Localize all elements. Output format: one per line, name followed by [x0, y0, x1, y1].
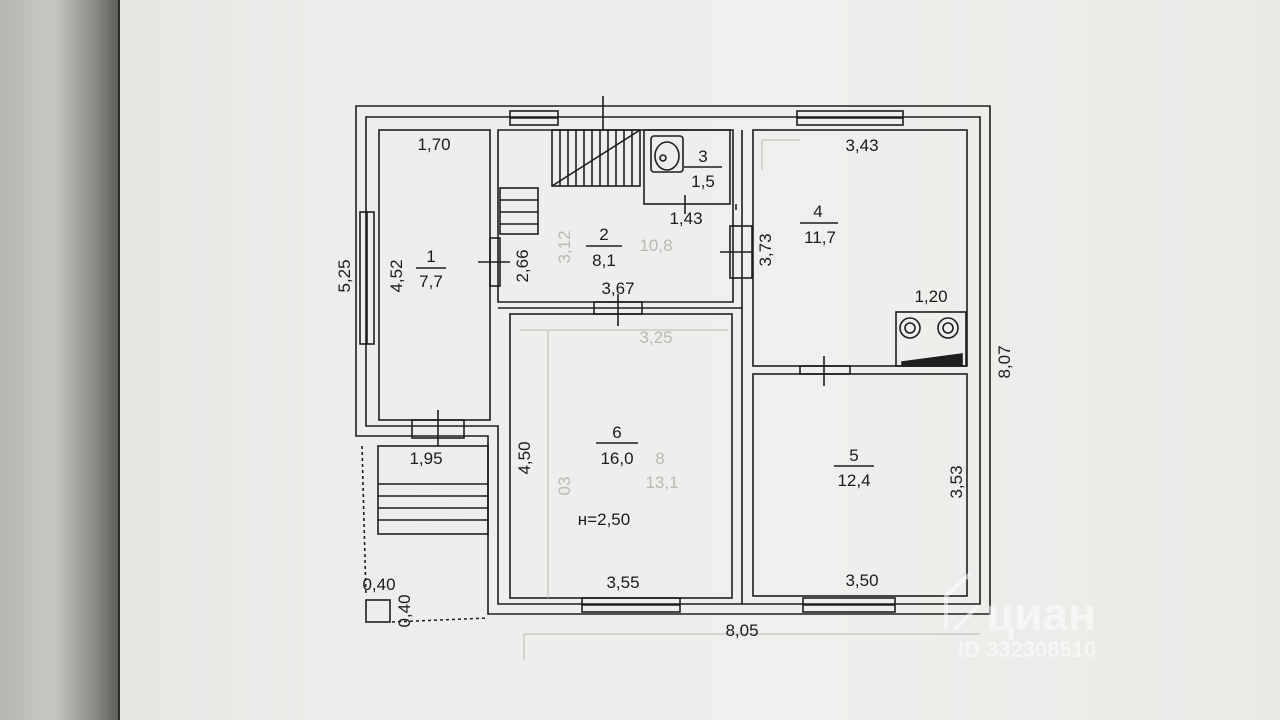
watermark-brand: циан	[986, 588, 1096, 640]
room-4-area: 11,7	[804, 228, 836, 247]
room-5-number: 5	[849, 446, 858, 465]
watermark-id: ID 332308510	[958, 637, 1096, 662]
inner-wall-outline	[365, 116, 981, 605]
room-4-number: 4	[813, 202, 822, 221]
outer-wall-outline	[355, 105, 991, 615]
dim-room3-width: 1,43	[669, 209, 702, 228]
dim-room4-width: 3,43	[845, 136, 878, 155]
ceiling-height-note: н=2,50	[578, 510, 630, 529]
ghost-label-1: 10,8	[639, 236, 672, 255]
ghost-label-5: 13,1	[645, 473, 678, 492]
porch	[361, 445, 489, 623]
room-5-label: 5 12,4	[834, 446, 874, 490]
room-1-label: 1 7,7	[416, 247, 446, 291]
dim-room5-height: 3,53	[947, 465, 966, 498]
toilet-icon	[650, 135, 684, 173]
room-4-outline	[752, 129, 968, 367]
dim-overall-bottom: 8,05	[725, 621, 758, 640]
binder-spine	[0, 0, 120, 720]
stove-icon	[895, 311, 967, 367]
room-3-area: 1,5	[691, 172, 715, 191]
dim-room6-height: 4,50	[515, 441, 534, 474]
dim-room4-height: 3,73	[756, 233, 775, 266]
dim-overall-right: 8,07	[995, 345, 1014, 378]
ghost-label-2: 3,12	[555, 230, 574, 263]
room-2-area: 8,1	[592, 251, 616, 270]
dim-room1-width: 1,70	[417, 135, 450, 154]
doors	[411, 225, 851, 439]
dim-stove-width: 1,20	[914, 287, 947, 306]
room-1-number: 1	[426, 247, 435, 266]
room-1-area: 7,7	[419, 272, 443, 291]
room-5-area: 12,4	[837, 471, 870, 490]
room-6-area: 16,0	[600, 449, 633, 468]
cian-pin-icon	[944, 572, 980, 632]
windows	[359, 110, 904, 613]
room-3-number: 3	[698, 147, 707, 166]
paper-sheet	[118, 0, 1280, 720]
dim-room2-width: 3,67	[601, 279, 634, 298]
ghost-label-4: 8	[655, 449, 664, 468]
dim-room2-height: 2,66	[513, 249, 532, 282]
watermark: циан ID 332308510	[944, 572, 1096, 662]
dim-post-width: 0,40	[362, 575, 395, 594]
room-2-number: 2	[599, 225, 608, 244]
ghost-label-6: 03	[555, 477, 574, 496]
ghost-lines	[520, 139, 980, 660]
staircase	[499, 96, 641, 235]
room-4-label: 4 11,7	[800, 202, 838, 247]
room-3-label: 3 1,5	[684, 147, 722, 191]
room-6-number: 6	[612, 423, 621, 442]
dim-overall-left: 5,25	[335, 259, 354, 292]
dim-room1-length: 4,52	[387, 259, 406, 292]
room-2-label: 2 8,1	[586, 225, 622, 270]
room-3-outline	[643, 129, 731, 205]
room-5-outline	[752, 373, 968, 597]
dim-room5-width: 3,50	[845, 571, 878, 590]
room-6-label: 6 16,0	[596, 423, 638, 468]
dim-room6-width: 3,55	[606, 573, 639, 592]
ghost-label-3: 3,25	[639, 328, 672, 347]
dim-porch-width: 1,95	[409, 449, 442, 468]
dim-post-height: 0,40	[395, 594, 414, 627]
